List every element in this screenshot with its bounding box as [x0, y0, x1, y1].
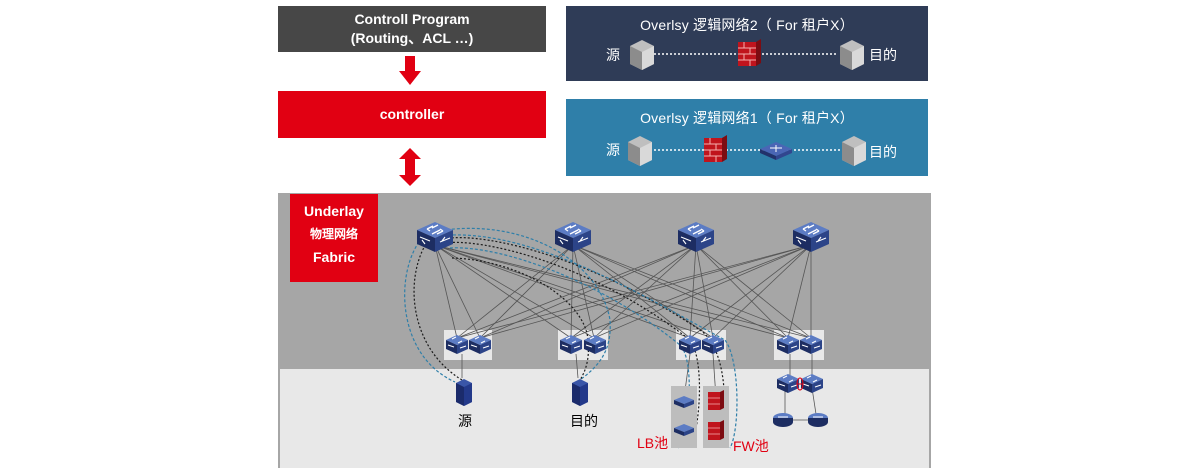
spine-switch-icon	[792, 221, 830, 253]
firewall-icon	[708, 390, 724, 410]
source-server-icon	[456, 379, 472, 406]
underlay-title: Underlay	[304, 203, 364, 219]
control-program-title: Controll Program	[354, 11, 470, 27]
spine-switch-icon	[554, 221, 592, 253]
control-program-box: Controll Program (Routing、ACL …)	[278, 6, 546, 52]
underlay-label: Underlay 物理网络 Fabric	[290, 194, 378, 282]
overlay-2-source-label: 源	[606, 47, 620, 63]
spine-switch-icon	[677, 221, 715, 253]
firewall-icon	[738, 39, 761, 66]
router-icon	[773, 413, 793, 427]
overlay-network-2: Overlsy 逻辑网络2（ For 租户X） 源 目的	[566, 6, 928, 81]
lb-pool	[671, 386, 697, 448]
load-balancer-icon	[674, 424, 694, 436]
controller-box: controller	[278, 91, 546, 138]
fw-pool	[703, 386, 729, 448]
underlay-fabric: Fabric	[312, 249, 355, 265]
server-icon	[628, 136, 652, 166]
overlay-1-title: Overlsy 逻辑网络1（ For 租户X）	[640, 110, 854, 126]
load-balancer-icon	[674, 396, 694, 408]
arrow-down-icon	[399, 56, 421, 85]
overlay-2-dest-label: 目的	[869, 47, 897, 63]
controller-label: controller	[379, 106, 445, 122]
fabric-links	[434, 244, 818, 421]
overlay-1-dest-label: 目的	[869, 144, 897, 160]
switch-icon	[776, 373, 800, 394]
server-icon	[630, 40, 654, 70]
control-program-subtitle: (Routing、ACL …)	[350, 30, 474, 46]
load-balancer-icon	[760, 142, 792, 160]
overlay-1-diagram	[628, 135, 866, 166]
router-cluster	[773, 373, 828, 427]
server-icon	[842, 136, 866, 166]
dest-server-icon	[572, 379, 588, 406]
overlay-2-diagram	[630, 39, 864, 70]
double-arrow-icon	[399, 148, 421, 186]
fw-pool-label: FW池	[733, 438, 769, 454]
underlay-subtitle: 物理网络	[309, 227, 358, 241]
spine-switch-icon	[416, 221, 454, 253]
source-label: 源	[458, 413, 472, 429]
router-icon	[808, 413, 828, 427]
server-icon	[840, 40, 864, 70]
overlay-1-source-label: 源	[606, 142, 620, 158]
switch-icon	[800, 373, 824, 394]
firewall-icon	[704, 135, 727, 162]
lb-pool-label: LB池	[637, 435, 669, 451]
overlay-network-1: Overlsy 逻辑网络1（ For 租户X） 源 目的	[566, 99, 928, 176]
firewall-icon	[708, 420, 724, 440]
dest-label: 目的	[570, 413, 598, 429]
overlay-2-title: Overlsy 逻辑网络2（ For 租户X）	[640, 17, 854, 33]
